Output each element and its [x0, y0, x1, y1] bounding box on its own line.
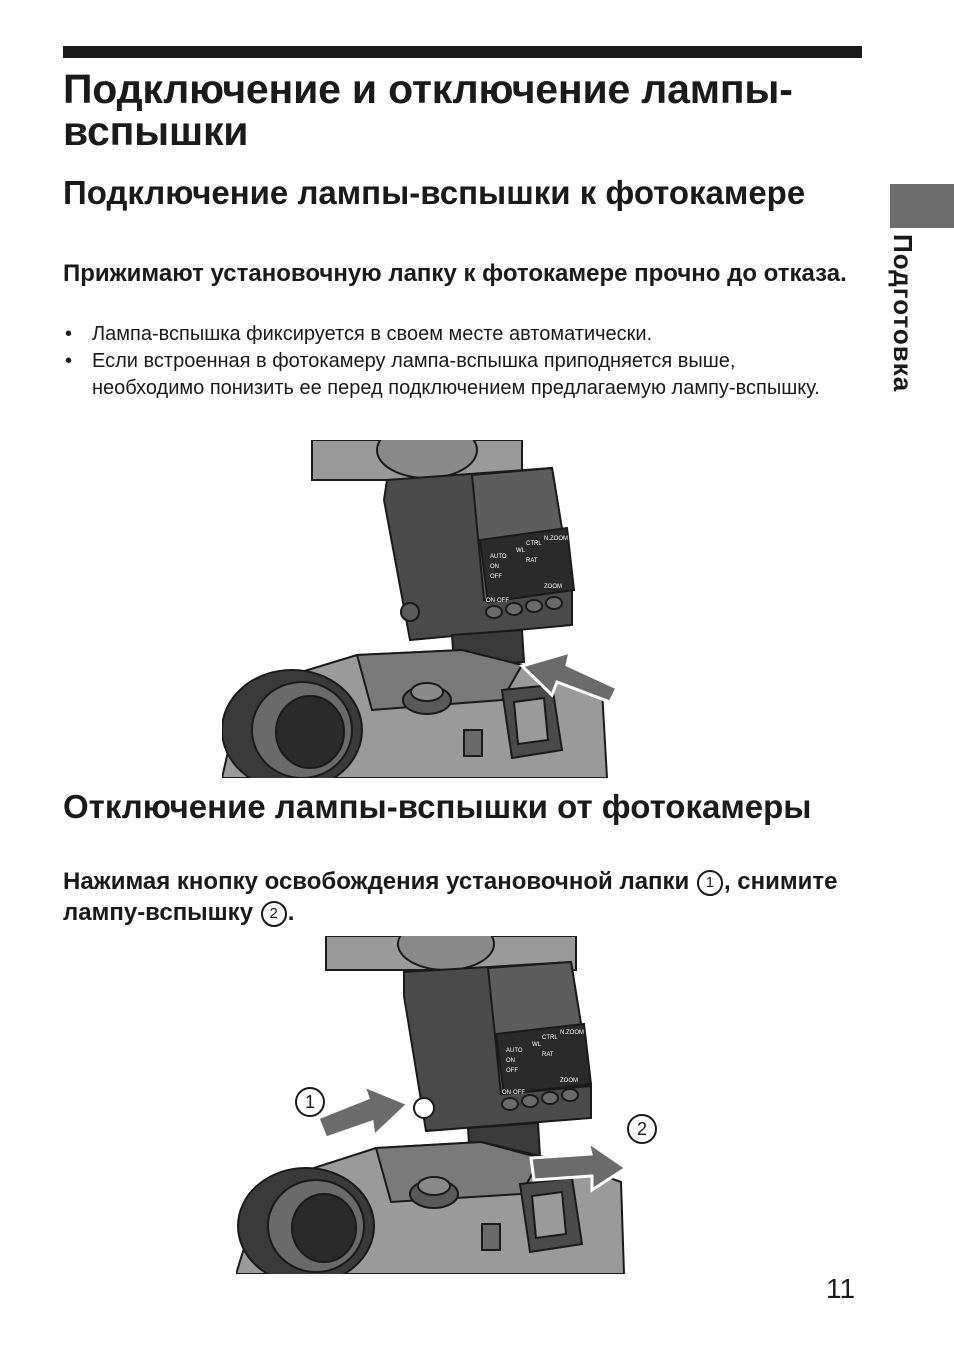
detach-instruction-part: . — [287, 899, 295, 926]
svg-text:OFF: OFF — [490, 574, 502, 580]
callout-1: 1 — [295, 1087, 325, 1117]
list-item: • Если встроенная в фотокамеру лампа-вспы… — [63, 348, 823, 402]
step-marker-2: 2 — [260, 901, 287, 927]
svg-text:RAT: RAT — [526, 558, 538, 564]
svg-text:N.ZOOM: N.ZOOM — [544, 536, 568, 542]
svg-text:ZOOM: ZOOM — [560, 1078, 578, 1084]
note-text: Если встроенная в фотокамеру лампа-вспыш… — [92, 350, 820, 399]
svg-text:ON: ON — [490, 564, 499, 570]
svg-text:WL: WL — [516, 548, 526, 554]
release-button-arrow-icon — [316, 1083, 411, 1140]
svg-text:OFF: OFF — [506, 1068, 518, 1074]
list-item: • Лампа-вспышка фиксируется в своем месте… — [63, 321, 823, 348]
top-rule — [63, 46, 862, 58]
section-heading-attach: Подключение лампы-вспышки к фотокамере — [63, 174, 806, 211]
svg-text:AUTO: AUTO — [490, 554, 507, 560]
detach-instruction-part: , снимите лампу-вспышку — [63, 868, 838, 926]
slide-off-arrow-icon — [529, 1138, 629, 1193]
page-number: 11 — [826, 1273, 856, 1304]
section-tab-text: Подготовка — [888, 234, 918, 393]
svg-text:ZOOM: ZOOM — [544, 584, 562, 590]
note-text: Лампа-вспышка фиксируется в своем месте … — [92, 323, 653, 345]
bullet-dot: • — [65, 350, 73, 372]
svg-text:RAT: RAT — [542, 1052, 554, 1058]
page-title: Подключение и отключение лампы-вспышки — [63, 66, 793, 154]
section-tab-label: Подготовка — [884, 234, 924, 434]
step-marker-1: 1 — [696, 870, 723, 896]
svg-text:AUTO: AUTO — [506, 1048, 523, 1054]
svg-text:CTRL: CTRL — [526, 541, 542, 547]
detach-instruction: Нажимая кнопку освобождения установочной… — [63, 866, 863, 928]
attach-notes-list: • Лампа-вспышка фиксируется в своем месте… — [63, 321, 823, 402]
attach-instruction: Прижимают установочную лапку к фотокамер… — [63, 260, 847, 287]
section-tab-marker — [890, 184, 954, 228]
svg-text:WL: WL — [532, 1042, 542, 1048]
svg-text:ON·OFF: ON·OFF — [486, 598, 509, 604]
svg-text:N.ZOOM: N.ZOOM — [560, 1030, 584, 1036]
svg-text:ON: ON — [506, 1058, 515, 1064]
svg-text:ON·OFF: ON·OFF — [502, 1090, 525, 1096]
bullet-dot: • — [65, 323, 73, 345]
detach-instruction-part: Нажимая кнопку освобождения установочной… — [63, 868, 696, 895]
callout-2: 2 — [627, 1114, 657, 1144]
section-heading-detach: Отключение лампы-вспышки от фотокамеры — [63, 788, 812, 825]
push-arrow-icon — [519, 649, 620, 704]
svg-text:CTRL: CTRL — [542, 1035, 558, 1041]
